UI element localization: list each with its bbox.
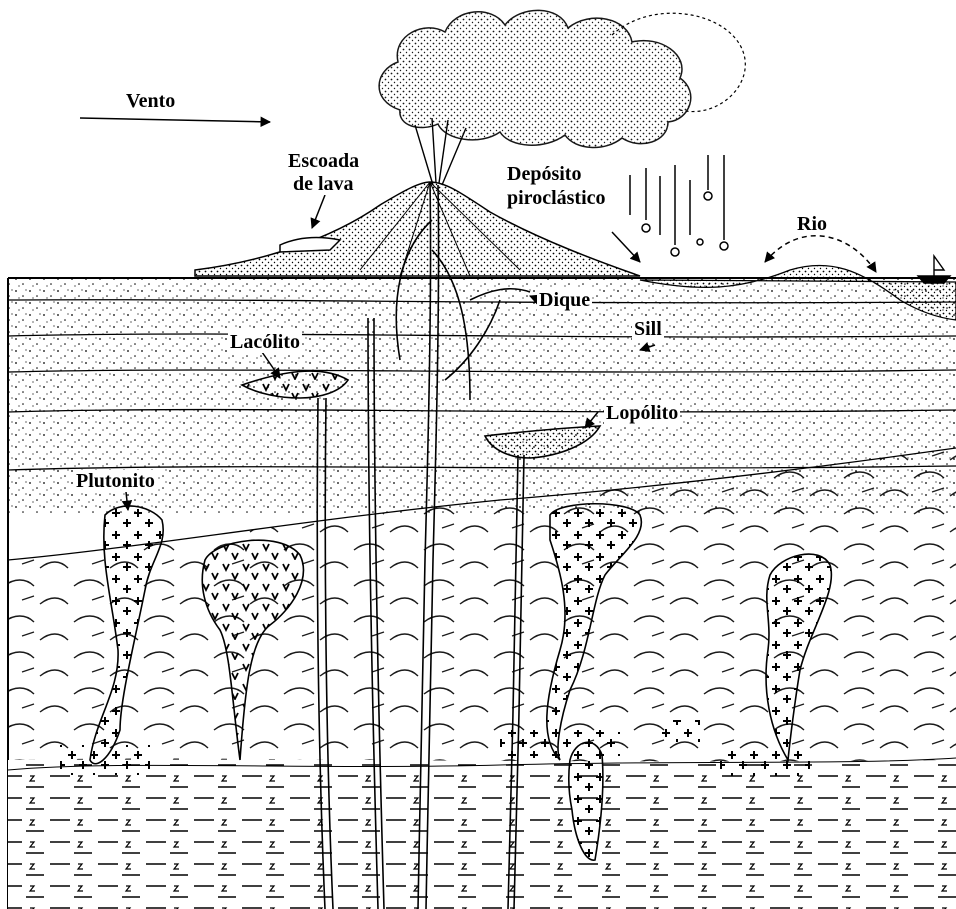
lopolith-label: Lopólito	[604, 402, 680, 424]
boat-icon	[918, 256, 950, 283]
pyroclastic-pointer	[612, 232, 640, 262]
wind-label: Vento	[124, 90, 177, 112]
dike-label: Dique	[537, 289, 592, 311]
laccolith-label: Lacólito	[228, 331, 302, 353]
wind-arrow	[80, 118, 270, 122]
lava-flow-pointer	[312, 195, 325, 228]
pyroclastic-deposit-label-line1: Depósito	[505, 163, 583, 185]
sill-label: Sill	[632, 318, 664, 340]
ash-cloud	[379, 10, 745, 147]
lava-flow-label-line2: de lava	[291, 173, 356, 195]
lava-flow	[280, 237, 340, 252]
river-label: Rio	[795, 213, 829, 235]
falling-pyroclasts	[630, 155, 728, 256]
pyroclastic-deposit-label-line2: piroclástico	[505, 187, 608, 209]
pluton-label: Plutonito	[74, 470, 157, 492]
lava-flow-label-line1: Escoada	[286, 150, 361, 172]
